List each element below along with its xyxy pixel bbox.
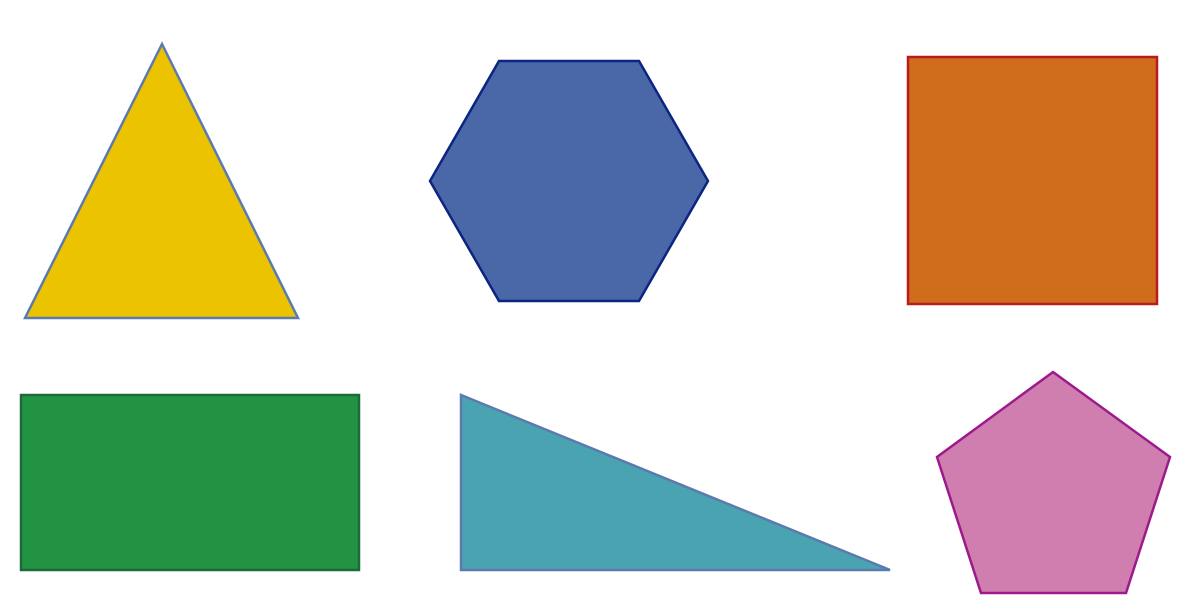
green-rectangle — [19, 393, 361, 572]
teal-right-triangle — [459, 393, 891, 572]
orange-square — [906, 55, 1159, 306]
pink-pentagon — [935, 370, 1172, 595]
yellow-triangle — [22, 41, 301, 320]
blue-hexagon — [428, 59, 710, 303]
